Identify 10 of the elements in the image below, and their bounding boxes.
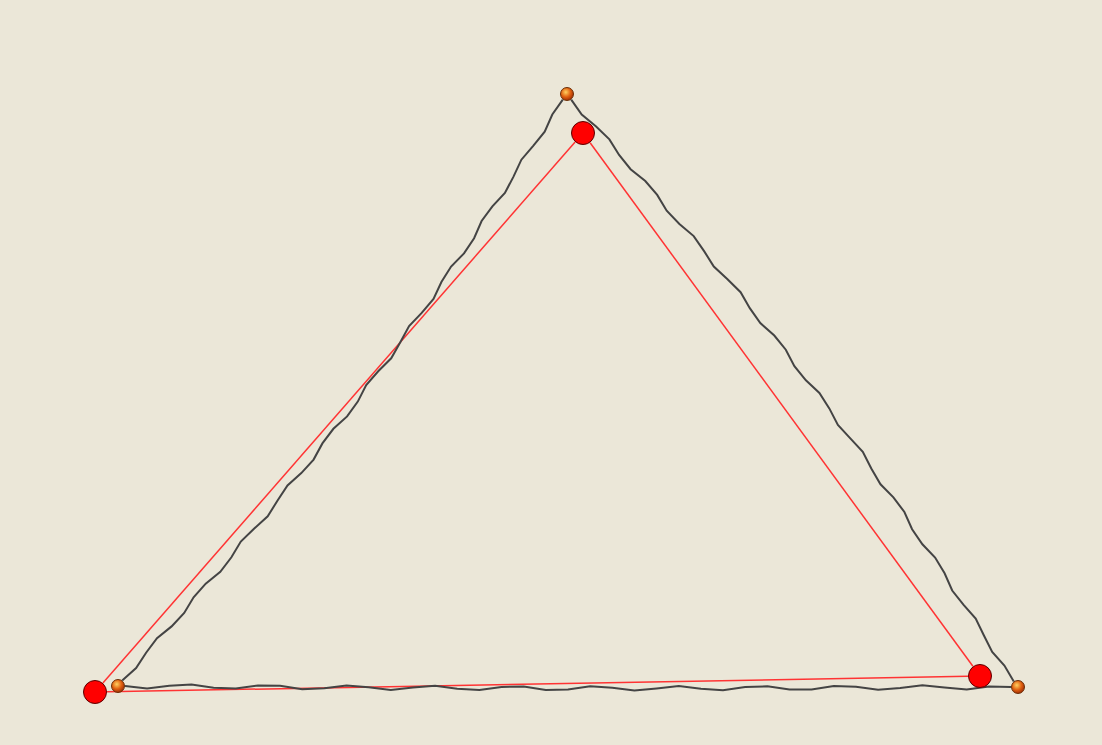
small-ball bbox=[111, 679, 125, 693]
connector-line bbox=[589, 141, 974, 668]
large-dot bbox=[571, 121, 595, 145]
large-dot bbox=[968, 664, 992, 688]
small-ball bbox=[560, 87, 574, 101]
large-dot bbox=[83, 680, 107, 704]
small-ball bbox=[1011, 680, 1025, 694]
trajectory-line bbox=[124, 683, 1012, 692]
connector-line bbox=[106, 675, 969, 693]
trajectory-line bbox=[570, 98, 1015, 683]
